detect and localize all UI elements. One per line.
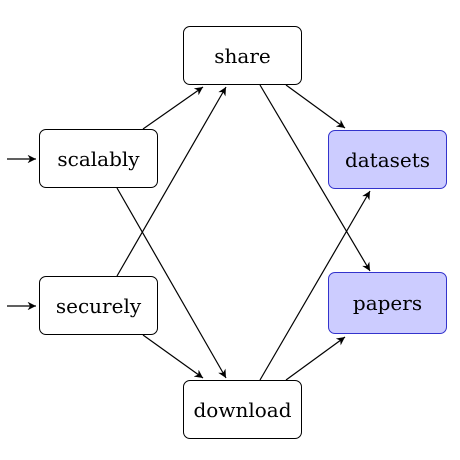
node-scalably-label: scalably (57, 146, 140, 171)
node-share-label: share (214, 43, 271, 68)
node-securely-label: securely (55, 293, 142, 318)
node-datasets-label: datasets (344, 147, 431, 172)
node-datasets: datasets (328, 130, 447, 189)
edge-share-papers (259, 84, 371, 272)
edge-share-datasets (285, 84, 346, 129)
edge-scalably-download (116, 187, 227, 379)
node-papers-label: papers (352, 291, 423, 315)
node-share: share (183, 26, 302, 85)
edge-scalably-share (142, 86, 204, 130)
node-download-label: download (193, 397, 292, 422)
node-securely: securely (39, 276, 158, 335)
edge-download-datasets (259, 190, 371, 381)
edge-securely-download (142, 334, 204, 379)
edge-securely-share (116, 86, 227, 277)
node-papers: papers (328, 272, 447, 334)
node-scalably: scalably (39, 129, 158, 188)
node-download: download (183, 380, 302, 439)
edge-download-papers (285, 336, 346, 381)
